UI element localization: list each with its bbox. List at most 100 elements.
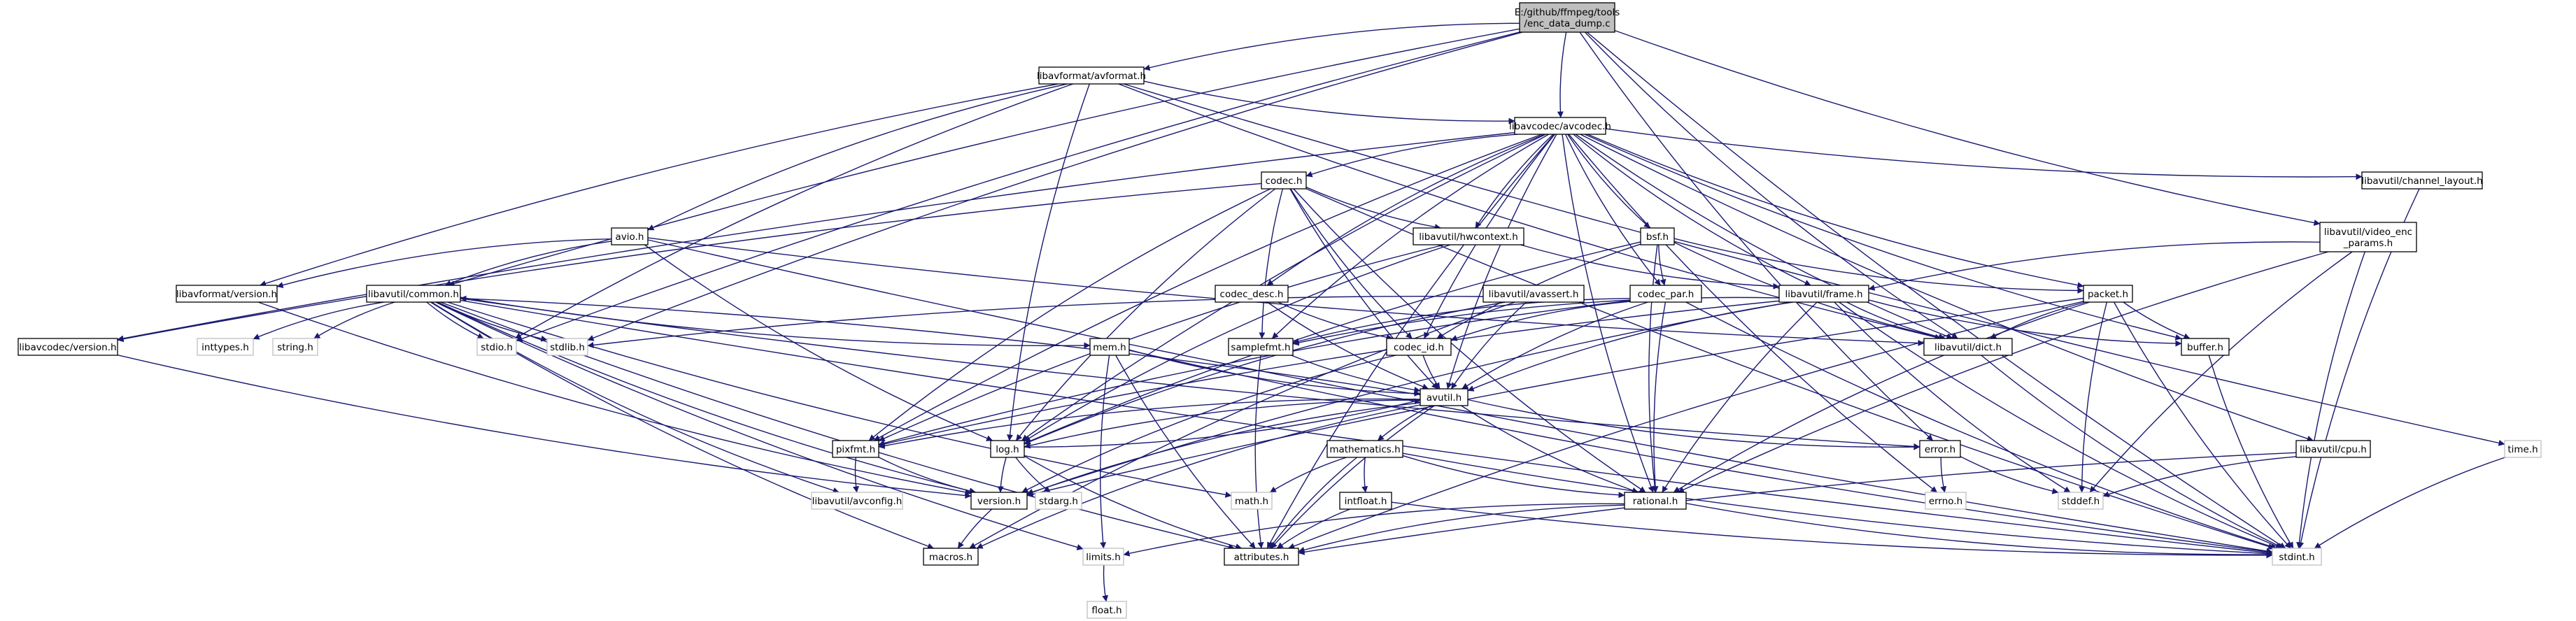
edge-root-to-stdlib xyxy=(587,31,1523,341)
node-codecpar-box xyxy=(1629,285,1702,303)
node-videnc[interactable]: libavutil/video_enc_params.hlibavutil/vi… xyxy=(2319,222,2417,252)
node-avcodec-label: libavcodec/avcodec.h xyxy=(1509,121,1611,132)
edge-avcodec-to-rational xyxy=(1562,134,1655,493)
edge-root-to-dict xyxy=(1584,31,1958,339)
node-intfloat-box xyxy=(1339,492,1392,510)
node-common-label: libavutil/common.h xyxy=(368,289,459,300)
edge-frame-to-dict xyxy=(1846,301,1946,341)
node-avutil-box xyxy=(1420,388,1469,406)
edge-avcodec-to-attributes xyxy=(1266,134,1555,549)
node-stdio-box xyxy=(476,338,517,356)
node-version-box xyxy=(970,492,1028,510)
node-mathematics-box xyxy=(1326,440,1403,458)
node-mem-box xyxy=(1089,338,1130,356)
edge-avutil-to-version xyxy=(1026,402,1421,496)
edge-avassert-to-stdlib xyxy=(587,296,1484,348)
edge-intfloat-to-attributes xyxy=(1276,508,1350,549)
edge-cpu-to-attributes xyxy=(1298,452,2297,555)
edge-log-to-version xyxy=(997,457,1007,493)
edge-log-to-avutil xyxy=(1024,398,1421,448)
edge-codec-to-avutil xyxy=(1289,188,1438,390)
edge-lavfversion-to-version xyxy=(257,301,972,496)
node-dict-label: libavutil/dict.h xyxy=(1934,342,2002,353)
node-avio-box xyxy=(611,227,649,245)
edge-avio-to-stdint xyxy=(647,239,2273,555)
edge-avformat-to-time xyxy=(1123,83,2505,446)
edge-error-to-stddef xyxy=(1960,456,2059,494)
node-lavfversion-box xyxy=(176,285,278,303)
node-root[interactable]: E:/github/ffmpeg/tools/enc_data_dump.cE:… xyxy=(1515,2,1620,33)
node-lavfversion[interactable]: libavformat/version.hlibavformat/version… xyxy=(176,285,278,303)
edge-mem-to-limits xyxy=(1100,355,1110,549)
edge-codec-to-samplefmt xyxy=(1259,188,1283,339)
edge-root-to-common xyxy=(448,28,1520,287)
edge-avio-to-lavfversion xyxy=(276,238,612,288)
node-avformat[interactable]: libavformat/avformat.hlibavformat/avform… xyxy=(1037,66,1146,85)
edge-root-to-avformat xyxy=(1143,22,1520,71)
node-avconfig-box xyxy=(811,492,903,510)
edge-codecid-to-avutil xyxy=(1422,355,1441,390)
edge-mem-to-avutil xyxy=(1128,349,1421,397)
node-chlayout[interactable]: libavutil/channel_layout.hlibavutil/chan… xyxy=(2361,171,2483,190)
edge-hwcontext-to-pixfmt xyxy=(878,244,1445,442)
node-hwcontext-label: libavutil/hwcontext.h xyxy=(1419,231,1518,243)
edge-avcodec-to-chlayout xyxy=(1605,128,2363,180)
node-bsf-label: bsf.h xyxy=(1646,231,1669,243)
edge-avformat-to-dict xyxy=(1118,83,1941,341)
edge-packet-to-buffer xyxy=(2123,301,2191,339)
node-codec-label: codec.h xyxy=(1266,176,1303,187)
node-hwcontext[interactable]: libavutil/hwcontext.hlibavutil/hwcontext… xyxy=(1413,227,1524,245)
node-samplefmt-label: samplefmt.h xyxy=(1231,342,1290,353)
node-root-label-2: /enc_data_dump.c xyxy=(1524,18,1610,29)
node-avassert-label: libavutil/avassert.h xyxy=(1489,289,1579,300)
edge-codecpar-to-stdint xyxy=(1685,301,2277,550)
edge-codec-to-pixfmt xyxy=(868,188,1271,441)
node-videnc-label-1: libavutil/video_enc xyxy=(2324,227,2412,238)
node-buffer-box xyxy=(2181,338,2230,356)
edge-common-to-avconfig xyxy=(431,301,840,494)
node-inttypes-label: inttypes.h xyxy=(201,342,249,353)
node-avio-label: avio.h xyxy=(616,231,644,243)
node-attributes-box xyxy=(1224,548,1299,566)
